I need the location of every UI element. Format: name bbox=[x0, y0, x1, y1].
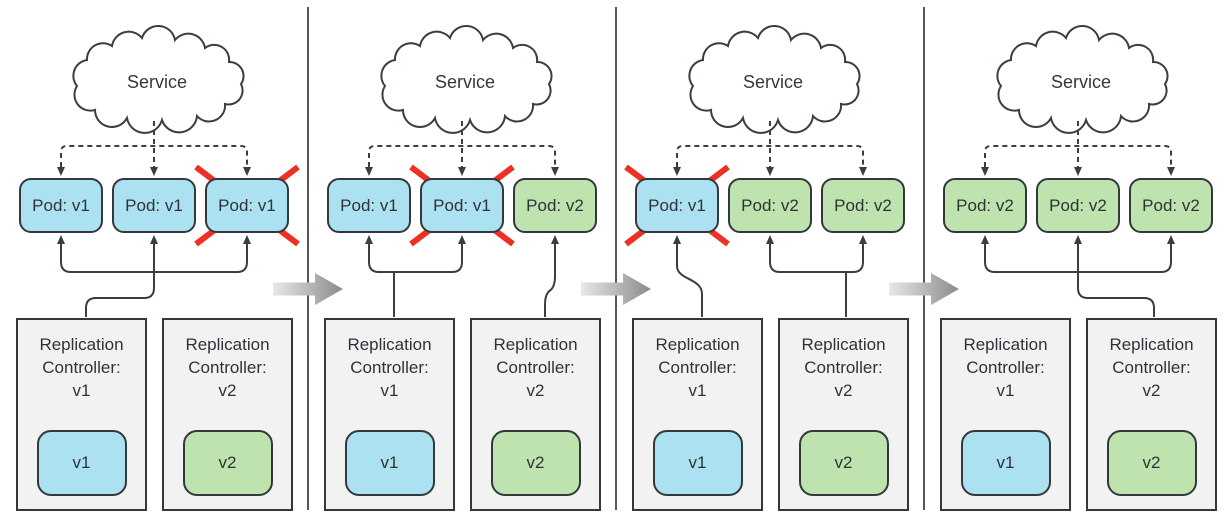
pod-box: Pod: v2 bbox=[821, 178, 905, 233]
replication-controller-v2-box: Replication Controller: v2 v2 bbox=[470, 318, 601, 511]
version-chip: v2 bbox=[1106, 430, 1197, 496]
stage-divider bbox=[615, 7, 617, 510]
pod-box: Pod: v1 bbox=[19, 178, 103, 233]
version-chip: v2 bbox=[182, 430, 273, 496]
stage-divider bbox=[307, 7, 309, 510]
replication-controller-label: Replication Controller: v1 bbox=[963, 335, 1048, 400]
service-cloud-shape bbox=[688, 24, 861, 134]
replication-controller-label: Replication Controller: v2 bbox=[493, 335, 578, 400]
service-label: Service bbox=[1050, 72, 1112, 92]
stage-3-panel: Service Pod: v1 Pod: v2 Pod: v2 Replicat… bbox=[616, 0, 924, 518]
replication-controller-v2-box: Replication Controller: v2 v2 bbox=[162, 318, 293, 511]
pod-box: Pod: v1 bbox=[420, 178, 504, 233]
replication-controller-v1-box: Replication Controller: v1 v1 bbox=[324, 318, 455, 511]
service-cloud-shape bbox=[380, 24, 553, 134]
version-chip: v2 bbox=[798, 430, 889, 496]
controller-to-pods-connector bbox=[57, 235, 251, 317]
replication-controller-v1-box: Replication Controller: v1 v1 bbox=[632, 318, 763, 511]
pod-box: Pod: v2 bbox=[1129, 178, 1213, 233]
version-chip: v1 bbox=[652, 430, 743, 496]
pod-box: Pod: v1 bbox=[327, 178, 411, 233]
pod-box: Pod: v2 bbox=[728, 178, 812, 233]
pod-box: Pod: v2 bbox=[1036, 178, 1120, 233]
version-chip: v1 bbox=[36, 430, 127, 496]
service-label: Service bbox=[434, 72, 496, 92]
controller-to-pods-connector bbox=[673, 235, 867, 317]
pod-box: Pod: v1 bbox=[205, 178, 289, 233]
pod-box: Pod: v2 bbox=[943, 178, 1027, 233]
pod-box: Pod: v2 bbox=[513, 178, 597, 233]
next-stage-arrow-icon bbox=[889, 273, 959, 305]
pod-box: Pod: v1 bbox=[635, 178, 719, 233]
replication-controller-label: Replication Controller: v1 bbox=[655, 335, 740, 400]
controller-to-pods-connector bbox=[365, 235, 559, 317]
replication-controller-v2-box: Replication Controller: v2 v2 bbox=[1086, 318, 1217, 511]
version-chip: v1 bbox=[344, 430, 435, 496]
replication-controller-label: Replication Controller: v2 bbox=[801, 335, 886, 400]
service-cloud-shape bbox=[996, 24, 1169, 134]
stage-1-panel: Service Pod: v1 Pod: v1 Pod: v1 Replicat… bbox=[0, 0, 308, 518]
version-chip: v1 bbox=[960, 430, 1051, 496]
service-to-pods-connector bbox=[981, 121, 1175, 176]
replication-controller-v2-box: Replication Controller: v2 v2 bbox=[778, 318, 909, 511]
replication-controller-v1-box: Replication Controller: v1 v1 bbox=[16, 318, 147, 511]
replication-controller-label: Replication Controller: v2 bbox=[185, 335, 270, 400]
next-stage-arrow-icon bbox=[581, 273, 651, 305]
stage-4-panel: Service Pod: v2 Pod: v2 Pod: v2 Replicat… bbox=[924, 0, 1231, 518]
stage-4-wires bbox=[981, 24, 1175, 317]
replication-controller-label: Replication Controller: v1 bbox=[347, 335, 432, 400]
service-to-pods-connector bbox=[365, 121, 559, 176]
replication-controller-label: Replication Controller: v1 bbox=[39, 335, 124, 400]
service-cloud-shape bbox=[72, 24, 245, 134]
service-to-pods-connector bbox=[57, 121, 251, 176]
stage-divider bbox=[923, 7, 925, 510]
next-stage-arrow-icon bbox=[273, 273, 343, 305]
replication-controller-label: Replication Controller: v2 bbox=[1109, 335, 1194, 400]
stage-2-panel: Service Pod: v1 Pod: v1 Pod: v2 Replicat… bbox=[308, 0, 616, 518]
service-label: Service bbox=[742, 72, 804, 92]
version-chip: v2 bbox=[490, 430, 581, 496]
controller-to-pods-connector bbox=[981, 235, 1175, 317]
pod-box: Pod: v1 bbox=[112, 178, 196, 233]
replication-controller-v1-box: Replication Controller: v1 v1 bbox=[940, 318, 1071, 511]
service-to-pods-connector bbox=[673, 121, 867, 176]
service-label: Service bbox=[126, 72, 188, 92]
